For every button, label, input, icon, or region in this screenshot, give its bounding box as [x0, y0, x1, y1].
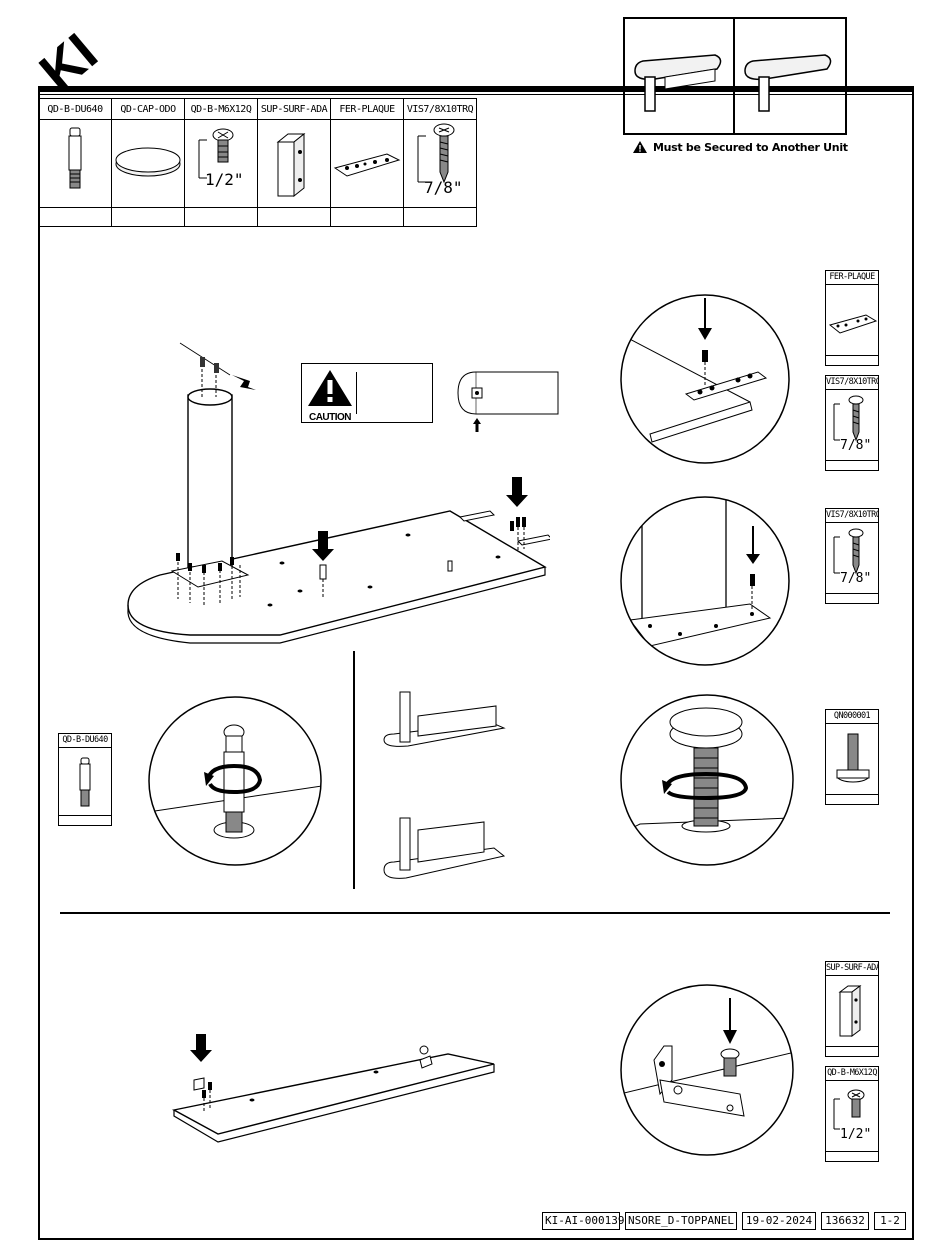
part-code: QD-B-M6X12Q: [185, 99, 257, 120]
warning-note: Must be Secured to Another Unit: [632, 139, 852, 155]
panel-assembly-drawing: [168, 1030, 498, 1150]
machine-screw-icon: 1/2": [826, 1081, 878, 1151]
caution-triangle-icon: [306, 368, 354, 408]
part-vis7-8x10trq: VIS7/8X10TRQ 7/8": [404, 99, 477, 227]
leveler-foot-icon: [826, 724, 878, 794]
ki-logo: KI: [34, 18, 114, 88]
vertical-divider: [353, 651, 355, 889]
caution-box: CAUTION: [301, 363, 433, 423]
side-part-vis-2: VIS7/8X10TRQ 7/8": [825, 508, 879, 604]
side-part-fer-plaque: FER-PLAQUE: [825, 270, 879, 366]
part-code: QD-B-M6X12Q: [826, 1067, 878, 1081]
warning-triangle-icon: [632, 140, 648, 154]
part-code: SUP-SURF-ADA: [826, 962, 878, 976]
detail-circle-bracket: [620, 984, 795, 1156]
caution-symbol: CAUTION: [306, 368, 354, 420]
part-qd-b-du640: QD-B-DU640: [39, 99, 112, 227]
part-qd-cap-odo: QD-CAP-ODO: [112, 99, 185, 227]
part-code: SUP-SURF-ADA: [258, 99, 330, 120]
detail-circle-leveler: [620, 694, 795, 866]
caution-label: CAUTION: [306, 412, 354, 424]
footer-number: 136632: [821, 1212, 869, 1230]
part-code: QD-B-DU640: [39, 99, 111, 120]
machine-screw-icon: 1/2": [185, 120, 257, 208]
dowel-bolt-icon: [39, 120, 111, 208]
part-code: VIS7/8X10TRQ: [826, 376, 878, 390]
part-code: VIS7/8X10TRQ: [404, 99, 476, 120]
config-with-end-panel: [380, 812, 510, 888]
footer-page: 1-2: [874, 1212, 906, 1230]
detail-circle-dowel: [148, 696, 322, 866]
part-fer-plaque: FER-PLAQUE: [331, 99, 404, 227]
cap-disc-icon: [112, 120, 184, 208]
part-qd-b-m6x12q: QD-B-M6X12Q 1/2": [185, 99, 258, 227]
warning-text: Must be Secured to Another Unit: [653, 141, 848, 154]
detail-circle-plate: [620, 294, 790, 464]
logo-text: KI: [34, 22, 109, 88]
metal-plate-icon: [826, 285, 878, 355]
dowel-bolt-icon: [59, 748, 111, 815]
dimension-label: 1/2": [205, 170, 244, 189]
footer-model: NSORE_D-TOPPANEL: [625, 1212, 737, 1230]
wood-screw-icon: 7/8": [404, 120, 476, 208]
support-bracket-icon: [826, 976, 878, 1046]
config-box-left: [623, 17, 735, 135]
part-code: VIS7/8X10TRQ: [826, 509, 878, 523]
metal-plate-icon: [331, 120, 403, 208]
part-code: QD-CAP-ODO: [112, 99, 184, 120]
support-bracket-icon: [258, 120, 330, 208]
part-code: QN000001: [826, 710, 878, 724]
config-with-modesty-panel: [380, 686, 510, 766]
footer-date: 19-02-2024: [742, 1212, 816, 1230]
dimension-label: 7/8": [840, 571, 871, 586]
dimension-label: 7/8": [424, 178, 463, 197]
side-part-qd-b-du640: QD-B-DU640: [58, 733, 112, 826]
part-code: FER-PLAQUE: [826, 271, 878, 285]
footer-doc-id: KI-AI-000139: [542, 1212, 620, 1230]
parts-table: QD-B-DU640 QD-CAP-ODO QD-B-M6X12Q: [38, 98, 477, 227]
part-code: QD-B-DU640: [59, 734, 111, 748]
part-code: FER-PLAQUE: [331, 99, 403, 120]
horizontal-divider: [60, 912, 890, 914]
dimension-label: 1/2": [840, 1127, 871, 1142]
side-part-qd-b-m6x12q: QD-B-M6X12Q 1/2": [825, 1066, 879, 1162]
wood-screw-icon: 7/8": [826, 523, 878, 593]
side-part-sup-surf-ada: SUP-SURF-ADA: [825, 961, 879, 1057]
top-view-diagram: [454, 368, 564, 434]
wood-screw-icon: 7/8": [826, 390, 878, 460]
side-part-qn000001: QN000001: [825, 709, 879, 805]
side-part-vis-1: VIS7/8X10TRQ 7/8": [825, 375, 879, 471]
detail-circle-leg-base: [620, 496, 790, 666]
config-box-right: [735, 17, 847, 135]
dimension-label: 7/8": [840, 438, 871, 453]
part-sup-surf-ada: SUP-SURF-ADA: [258, 99, 331, 227]
